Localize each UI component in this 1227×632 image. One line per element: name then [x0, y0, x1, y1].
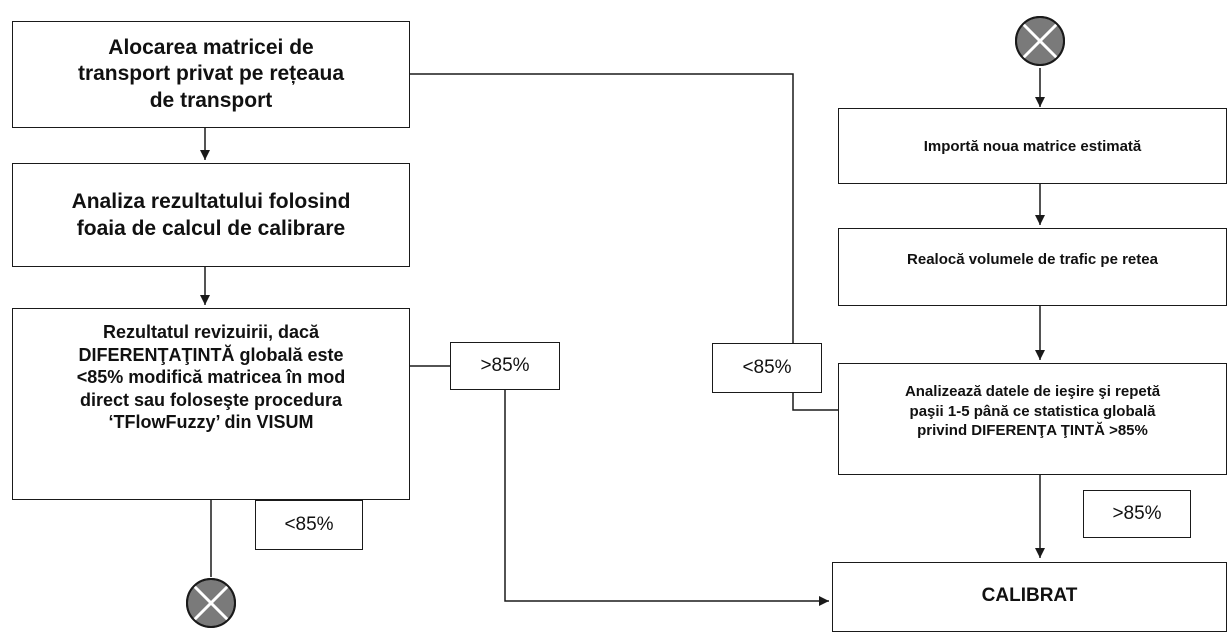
arrow-loop-back-to-step1 — [400, 69, 838, 411]
step-analyze-line1: Analiza rezultatului folosind — [71, 189, 351, 213]
crossed-circle-icon — [1015, 16, 1065, 66]
crossed-circle-icon — [186, 578, 236, 628]
step-import-matrix: Importă noua matrice estimată — [838, 108, 1227, 184]
step-analyze-result: Analiza rezultatului folosind foaia de c… — [12, 163, 410, 267]
step-analyze-output-line2: paşii 1-5 până ce statistica globală — [909, 402, 1156, 420]
step-allocate-matrix: Alocarea matricei de transport privat pe… — [12, 21, 410, 128]
step-review-line5: ‘TFlowFuzzy’ din VISUM — [108, 412, 314, 432]
branch-label-high-right-text: >85% — [1112, 503, 1162, 524]
branch-label-high-left-text: >85% — [480, 355, 530, 376]
step-review-line1: Rezultatul revizuirii, dacă — [102, 322, 320, 342]
step-review-line4: direct sau foloseşte procedura — [79, 389, 343, 410]
step-analyze-output-line3: privind DIFERENŢA ŢINTĂ >85% — [917, 422, 1148, 439]
branch-label-low-right: <85% — [712, 343, 822, 393]
step-review-line3: <85% modifică matricea în mod — [76, 367, 346, 387]
step-review-result: Rezultatul revizuirii, dacă DIFERENŢAŢIN… — [12, 308, 410, 500]
step-analyze-output-line1: Analizează datele de ieşire şi repetă — [904, 383, 1161, 400]
step-allocate-line3: de transport — [149, 88, 273, 112]
branch-label-low-right-text: <85% — [742, 357, 792, 378]
step-reallocate-traffic: Realocă volumele de trafic pe retea — [838, 228, 1227, 306]
calibrated-end-box: CALIBRAT — [832, 562, 1227, 632]
step-import-text: Importă noua matrice estimată — [923, 137, 1142, 155]
step-review-line2: DIFERENŢAŢINTĂ globală este — [78, 344, 344, 365]
branch-label-high-left: >85% — [450, 342, 560, 390]
step-allocate-line2: transport privat pe rețeaua — [77, 62, 345, 86]
step-analyze-line2: foaia de calcul de calibrare — [76, 217, 346, 240]
branch-label-high-right: >85% — [1083, 490, 1191, 538]
arrow-high-to-calibrat — [504, 390, 829, 606]
step-allocate-line1: Alocarea matricei de — [108, 36, 314, 60]
step-reallocate-text: Realocă volumele de trafic pe retea — [907, 251, 1158, 268]
branch-label-low-left-text: <85% — [284, 514, 334, 535]
calibrated-label: CALIBRAT — [981, 585, 1078, 606]
branch-label-low-left: <85% — [255, 500, 363, 550]
step-analyze-output: Analizează datele de ieşire şi repetă pa… — [838, 363, 1227, 475]
